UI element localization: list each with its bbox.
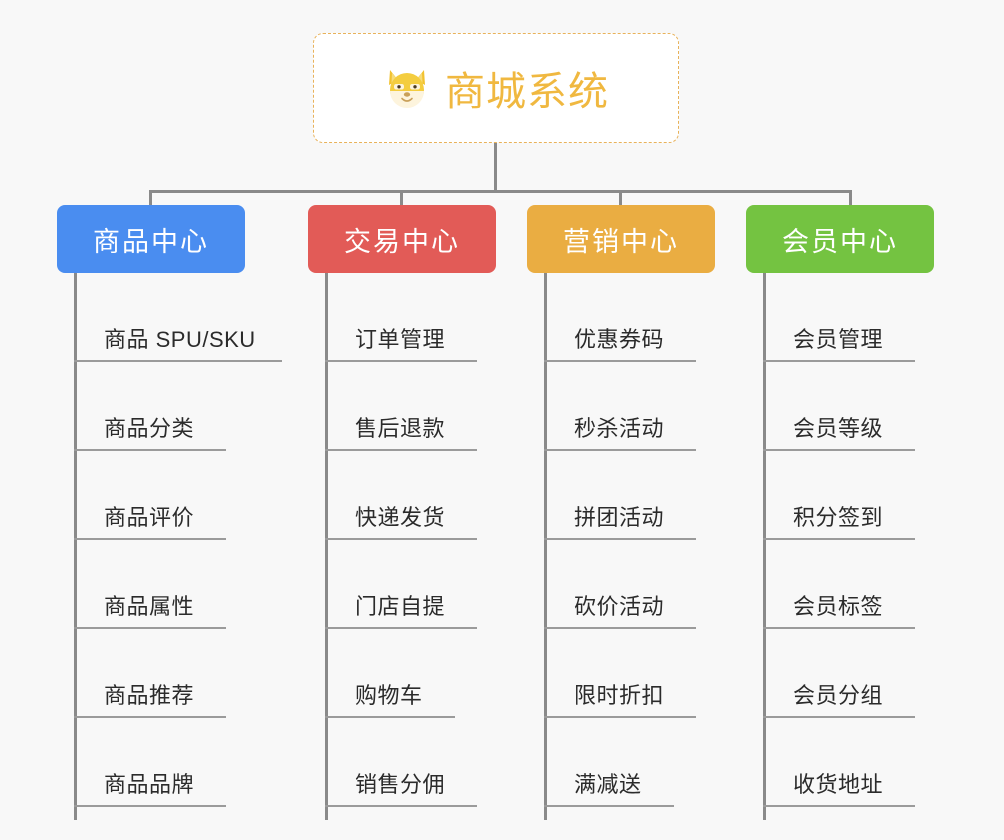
connector-horizontal-bus: [149, 190, 852, 193]
leaf-underline: [763, 538, 915, 540]
connector-drop-member-center: [849, 190, 852, 208]
leaf-label: 购物车: [355, 683, 423, 708]
leaf-label: 会员分组: [793, 683, 884, 708]
leaf-underline: [763, 805, 915, 807]
leaf-underline: [544, 360, 696, 362]
connector-trunk-trade-center: [325, 273, 328, 820]
leaf-label: 快递发货: [355, 505, 446, 530]
leaf-underline: [763, 627, 915, 629]
category-node-trade-center[interactable]: 交易中心: [308, 205, 496, 273]
leaf-label: 售后退款: [355, 416, 446, 441]
leaf-label: 会员等级: [793, 416, 884, 441]
leaf-underline: [763, 360, 915, 362]
leaf-underline: [74, 449, 226, 451]
connector-root-stem: [494, 143, 497, 193]
leaf-label: 收货地址: [793, 772, 884, 797]
leaf-underline: [325, 627, 477, 629]
leaf-label: 门店自提: [355, 594, 446, 619]
leaf-underline: [325, 805, 477, 807]
shiba-dog-face-icon: [383, 64, 431, 112]
connector-drop-trade-center: [400, 190, 403, 208]
connector-drop-product-center: [149, 190, 152, 208]
leaf-label: 商品评价: [104, 505, 195, 530]
category-node-marketing-center[interactable]: 营销中心: [527, 205, 715, 273]
leaf-label: 商品分类: [104, 416, 195, 441]
leaf-underline: [544, 538, 696, 540]
leaf-underline: [325, 538, 477, 540]
connector-drop-marketing-center: [619, 190, 622, 208]
leaf-label: 销售分佣: [355, 772, 446, 797]
leaf-underline: [544, 449, 696, 451]
leaf-underline: [544, 627, 696, 629]
leaf-underline: [74, 538, 226, 540]
category-label-member-center: 会员中心: [782, 226, 898, 257]
leaf-underline: [325, 360, 477, 362]
leaf-underline: [544, 716, 696, 718]
leaf-label: 满减送: [574, 772, 642, 797]
category-label-marketing-center: 营销中心: [563, 226, 679, 257]
leaf-underline: [763, 449, 915, 451]
leaf-label: 商品推荐: [104, 683, 195, 708]
connector-trunk-product-center: [74, 273, 77, 820]
leaf-underline: [763, 716, 915, 718]
connector-trunk-member-center: [763, 273, 766, 820]
root-title: 商城系统: [445, 70, 609, 114]
leaf-label: 积分签到: [793, 505, 884, 530]
leaf-label: 秒杀活动: [574, 416, 665, 441]
leaf-underline: [74, 716, 226, 718]
leaf-label: 订单管理: [355, 327, 446, 352]
category-label-trade-center: 交易中心: [344, 226, 460, 257]
leaf-underline: [74, 627, 226, 629]
category-node-product-center[interactable]: 商品中心: [57, 205, 245, 273]
category-node-member-center[interactable]: 会员中心: [746, 205, 934, 273]
leaf-label: 商品 SPU/SKU: [104, 327, 256, 352]
leaf-underline: [74, 360, 282, 362]
leaf-label: 限时折扣: [574, 683, 665, 708]
leaf-underline: [544, 805, 674, 807]
leaf-label: 砍价活动: [574, 594, 665, 619]
leaf-label: 拼团活动: [574, 505, 665, 530]
leaf-label: 商品品牌: [104, 772, 195, 797]
connector-trunk-marketing-center: [544, 273, 547, 820]
category-label-product-center: 商品中心: [93, 226, 209, 257]
leaf-label: 优惠券码: [574, 327, 665, 352]
leaf-underline: [74, 805, 226, 807]
leaf-label: 商品属性: [104, 594, 195, 619]
leaf-label: 会员管理: [793, 327, 884, 352]
leaf-underline: [325, 716, 455, 718]
root-node[interactable]: 商城系统: [313, 33, 679, 143]
leaf-underline: [325, 449, 477, 451]
leaf-label: 会员标签: [793, 594, 884, 619]
